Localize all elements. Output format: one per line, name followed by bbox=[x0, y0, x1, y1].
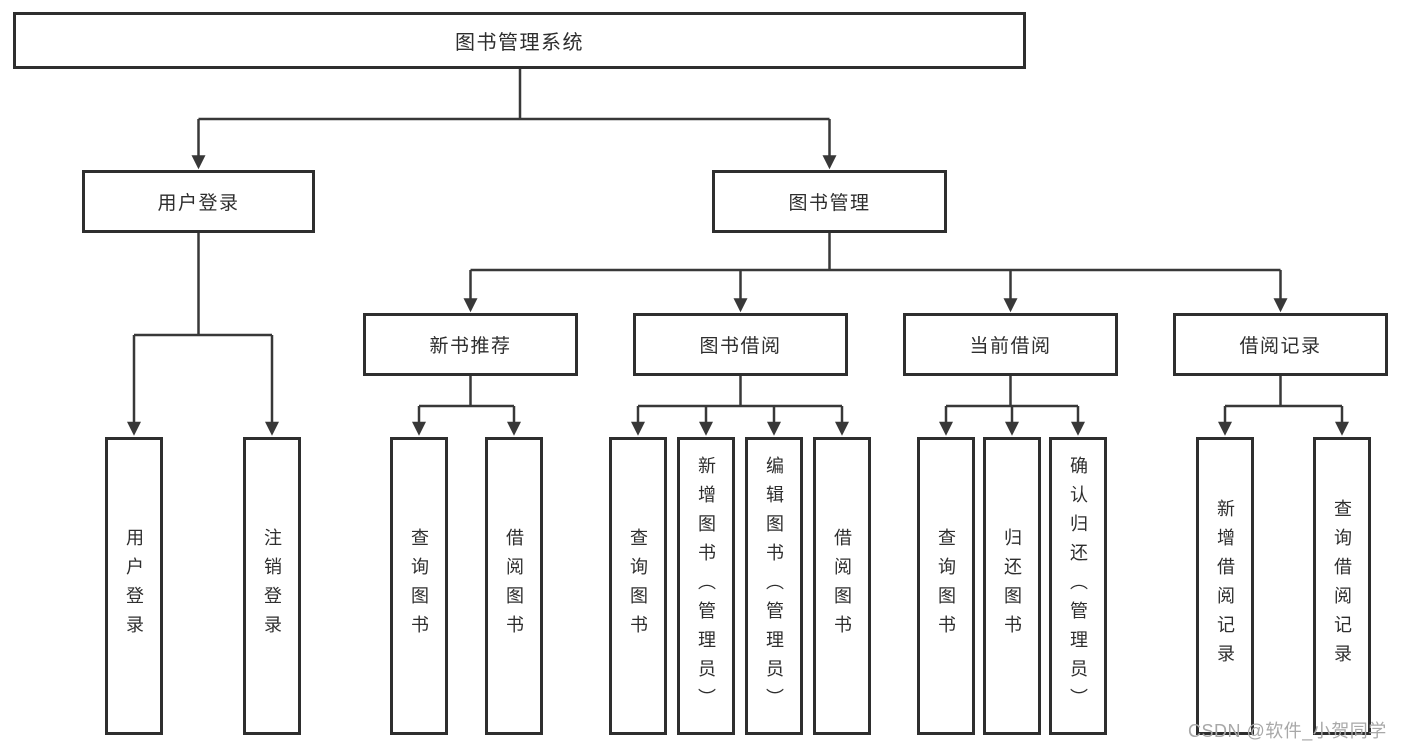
leaf-record-add-label: 新增借阅记录 bbox=[1215, 499, 1235, 673]
node-current-borrow: 当前借阅 bbox=[903, 313, 1118, 376]
leaf-record-add: 新增借阅记录 bbox=[1196, 437, 1254, 735]
node-root-label: 图书管理系统 bbox=[455, 32, 584, 54]
leaf-borrow-add: 新增图书（管理员） bbox=[677, 437, 735, 735]
leaf-borrow-edit-label: 编辑图书（管理员） bbox=[764, 455, 784, 717]
leaf-borrow-query: 查询图书 bbox=[609, 437, 667, 735]
leaf-logout: 注销登录 bbox=[243, 437, 301, 735]
leaf-newbook-borrow: 借阅图书 bbox=[485, 437, 543, 735]
node-root: 图书管理系统 bbox=[13, 12, 1026, 69]
connector-root bbox=[198, 68, 830, 121]
leaf-newbook-query-label: 查询图书 bbox=[409, 528, 429, 644]
leaf-current-confirm-label: 确认归还（管理员） bbox=[1068, 455, 1088, 717]
leaf-borrow-borrow-label: 借阅图书 bbox=[832, 528, 852, 644]
node-book-management: 图书管理 bbox=[712, 170, 947, 233]
leaf-newbook-query: 查询图书 bbox=[390, 437, 448, 735]
leaf-borrow-edit: 编辑图书（管理员） bbox=[745, 437, 803, 735]
leaf-current-return-label: 归还图书 bbox=[1002, 528, 1022, 644]
leaf-user-login: 用户登录 bbox=[105, 437, 163, 735]
leaf-record-query-label: 查询借阅记录 bbox=[1332, 499, 1352, 673]
node-user-login: 用户登录 bbox=[82, 170, 315, 233]
watermark: CSDN @软件_小贺同学 bbox=[1188, 721, 1387, 741]
connector-newbook-group bbox=[419, 376, 514, 408]
leaf-logout-label: 注销登录 bbox=[262, 528, 282, 644]
leaf-record-query: 查询借阅记录 bbox=[1313, 437, 1371, 735]
connector-bookborrow-group bbox=[638, 376, 842, 408]
leaf-current-return: 归还图书 bbox=[983, 437, 1041, 735]
node-book-borrow: 图书借阅 bbox=[633, 313, 848, 376]
leaf-current-query-label: 查询图书 bbox=[936, 528, 956, 644]
node-new-book-recommend-label: 新书推荐 bbox=[429, 336, 512, 357]
connector-borrowrecord-group bbox=[1225, 376, 1342, 408]
node-current-borrow-label: 当前借阅 bbox=[969, 336, 1052, 357]
node-new-book-recommend: 新书推荐 bbox=[363, 313, 578, 376]
connector-mgmt-branch bbox=[470, 233, 1281, 272]
leaf-borrow-add-label: 新增图书（管理员） bbox=[696, 455, 716, 717]
leaf-current-confirm: 确认归还（管理员） bbox=[1049, 437, 1107, 735]
node-book-borrow-label: 图书借阅 bbox=[699, 336, 782, 357]
leaf-current-query: 查询图书 bbox=[917, 437, 975, 735]
leaf-newbook-borrow-label: 借阅图书 bbox=[504, 528, 524, 644]
node-borrow-records: 借阅记录 bbox=[1173, 313, 1388, 376]
node-user-login-label: 用户登录 bbox=[157, 193, 240, 214]
node-book-management-label: 图书管理 bbox=[788, 193, 871, 214]
leaf-borrow-query-label: 查询图书 bbox=[628, 528, 648, 644]
connector-currentborrow-group bbox=[946, 376, 1078, 408]
leaf-user-login-label: 用户登录 bbox=[124, 528, 144, 644]
node-borrow-records-label: 借阅记录 bbox=[1239, 336, 1322, 357]
connector-user-branch bbox=[134, 233, 272, 337]
leaf-borrow-borrow: 借阅图书 bbox=[813, 437, 871, 735]
